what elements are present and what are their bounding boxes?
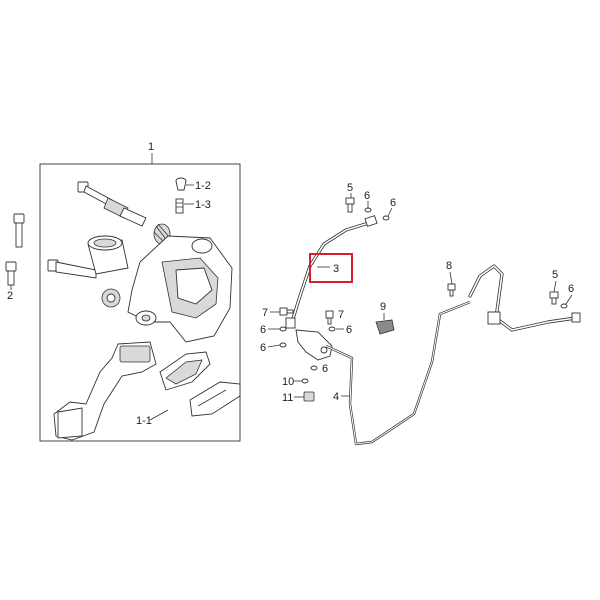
rear-brake-hose: [468, 264, 581, 332]
guide-pin-lower: [47, 259, 97, 279]
caliper-body: [127, 235, 233, 343]
callout-4: 4: [333, 391, 339, 403]
caliper-bracket: [53, 341, 157, 441]
sealing-washer: [364, 207, 372, 213]
brake-pad-lower: [189, 381, 241, 417]
caliper-piston: [87, 235, 129, 275]
callout-2: 2: [7, 290, 13, 302]
clamp: [303, 391, 315, 402]
caliper-assembly-frame: [39, 163, 241, 442]
callout-5: 5: [347, 182, 353, 194]
leader-line: [149, 409, 169, 421]
callout-6-a: 6: [364, 190, 370, 202]
brake-pipe: [325, 300, 471, 446]
callout-11: 11: [282, 392, 293, 404]
leader-line: [565, 294, 573, 305]
sealing-washer: [328, 326, 336, 332]
callout-6-e: 6: [346, 324, 352, 336]
washer: [301, 378, 309, 384]
guide-pin-bolt-upper: [77, 181, 147, 227]
highlight-box-part-3: [309, 253, 353, 283]
callout-5-b: 5: [552, 269, 558, 281]
bolt-right: [447, 283, 456, 297]
bleeder-cap: [175, 177, 187, 191]
banjo-bolt: [279, 307, 294, 316]
leader-line: [553, 280, 557, 293]
sealing-washer: [310, 365, 318, 371]
sealing-washer: [279, 342, 287, 348]
dust-boot-lower: [101, 288, 121, 308]
callout-8: 8: [446, 260, 452, 272]
callout-1-1: 1-1: [136, 415, 152, 427]
callout-6-b: 6: [390, 197, 396, 209]
callout-10: 10: [282, 376, 294, 388]
leader-line: [449, 271, 453, 285]
callout-6-f: 6: [322, 363, 328, 375]
leader-line: [267, 344, 281, 348]
callout-3: 3: [333, 263, 339, 275]
brake-pad-upper: [159, 351, 211, 391]
callout-1: 1: [148, 141, 154, 153]
sealing-washer: [382, 215, 390, 221]
callout-6-d: 6: [260, 342, 266, 354]
caliper-bolt-lower: [5, 261, 17, 286]
callout-1-2: 1-2: [195, 180, 211, 192]
callout-7-a: 7: [262, 307, 268, 319]
sealing-washer: [560, 303, 568, 309]
callout-1-3: 1-3: [195, 199, 211, 211]
callout-7-b: 7: [338, 309, 344, 321]
pipe-clip: [375, 319, 395, 335]
banjo-bolt-right: [549, 291, 559, 305]
sealing-washer: [279, 326, 287, 332]
callout-9: 9: [380, 301, 386, 313]
leader-line: [387, 207, 393, 217]
bleeder-screw: [175, 198, 184, 214]
callout-6-g: 6: [568, 283, 574, 295]
callout-6-c: 6: [260, 324, 266, 336]
bolt-center: [325, 310, 334, 325]
banjo-bolt-upper: [345, 197, 355, 213]
caliper-bolt-upper: [13, 213, 25, 248]
hose-bracket: [295, 329, 333, 361]
